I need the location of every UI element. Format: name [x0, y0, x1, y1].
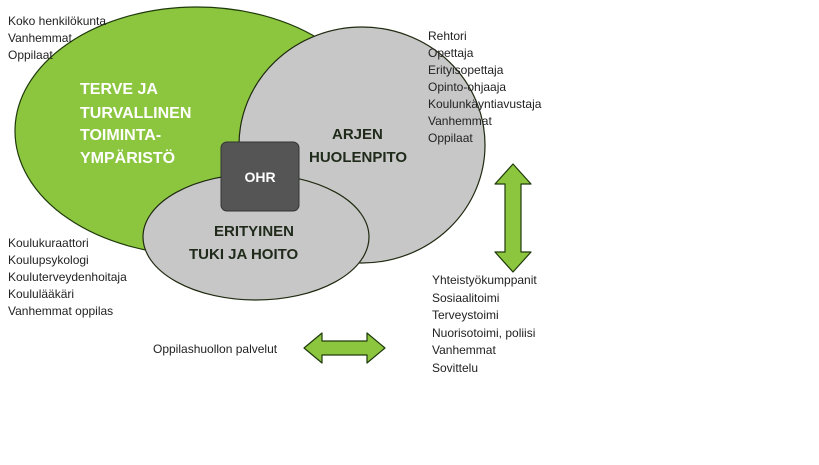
green-label-line-2: TURVALLINEN [80, 105, 191, 122]
list-item: Koko henkilökunta [8, 14, 107, 28]
list-whole-staff: Koko henkilökunta Vanhemmat Oppilaat [8, 13, 106, 64]
green-circle-label: TERVE JA TURVALLINEN TOIMINTA- YMPÄRISTÖ [80, 81, 191, 167]
services-caption: Oppilashuollon palvelut [153, 342, 278, 356]
list-item: Vanhemmat oppilas [8, 304, 114, 318]
vertical-double-arrow-icon [494, 163, 532, 273]
list-item: Opinto-ohjaaja [428, 80, 507, 94]
list-item: Koululääkäri [8, 287, 75, 301]
list-item: Kouluterveydenhoitaja [8, 270, 127, 284]
gray-bottom-label-line-1: ERITYINEN [214, 223, 294, 240]
list-item: Oppilaat [8, 48, 53, 62]
green-label-line-3: TOIMINTA- [80, 127, 161, 144]
green-label-line-1: TERVE JA [80, 81, 158, 98]
ohr-label: OHR [244, 169, 275, 185]
list-item: Rehtori [428, 29, 467, 43]
list-item: Koulukuraattori [8, 236, 89, 250]
list-item: Oppilaat [428, 131, 473, 145]
list-item: Vanhemmat [428, 114, 492, 128]
list-daily-care-roles: Rehtori Opettaja Erityisopettaja Opinto-… [428, 28, 541, 147]
list-item: Vanhemmat [432, 343, 496, 358]
list-item: Sovittelu [432, 360, 479, 375]
list-item: Opettaja [428, 46, 474, 60]
green-label-line-4: YMPÄRISTÖ [80, 148, 175, 167]
horizontal-double-arrow-icon [303, 332, 386, 364]
list-item: Koulupsykologi [8, 253, 89, 267]
list-item: Yhteistyökumppanit [432, 273, 537, 287]
gray-right-label-line-1: ARJEN [332, 126, 383, 143]
list-item: Terveystoimi [432, 308, 499, 323]
list-item: Erityisopettaja [428, 63, 504, 77]
list-partners: Yhteistyökumppanit Sosiaalitoimi Terveys… [432, 272, 537, 378]
gray-right-label: ARJEN HUOLENPITO [309, 126, 407, 166]
gray-bottom-label: ERITYINEN TUKI JA HOITO [189, 223, 299, 263]
list-item: Vanhemmat [8, 31, 72, 45]
list-special-support-roles: Koulukuraattori Koulupsykologi Kouluterv… [8, 235, 127, 320]
list-item: Koulunkäyntiavustaja [428, 97, 542, 111]
gray-right-label-line-2: HUOLENPITO [309, 149, 407, 166]
ohr-box [220, 141, 300, 212]
list-item: Nuorisotoimi, poliisi [432, 325, 536, 340]
gray-bottom-label-line-2: TUKI JA HOITO [189, 246, 299, 263]
list-item: Sosiaalitoimi [432, 290, 500, 305]
